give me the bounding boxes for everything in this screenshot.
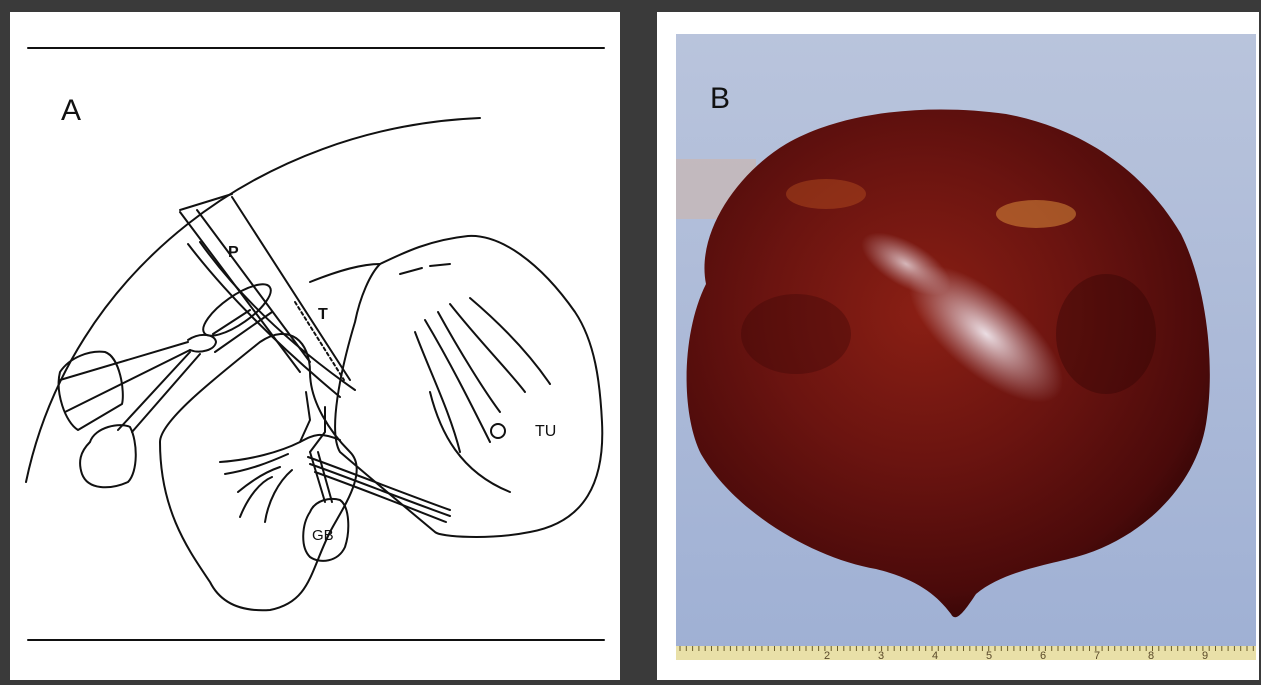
port-top (180, 194, 232, 210)
ruler-number: 3 (878, 650, 884, 660)
liver-outline (160, 334, 357, 610)
instrument-line (200, 242, 355, 390)
ruler-number: 7 (1094, 650, 1100, 660)
port-ring (196, 276, 278, 345)
instrument-shaft (60, 342, 190, 412)
ruler (676, 646, 1256, 660)
orange-highlight (786, 179, 866, 209)
panel-b-photo: 2345678910 B (657, 12, 1259, 680)
hepatic-duct (308, 457, 450, 510)
specimen-illustration: 2345678910 (676, 34, 1256, 660)
panel-a-diagram: A (10, 12, 620, 680)
ruler-number: 5 (986, 650, 992, 660)
orange-highlight (996, 200, 1076, 228)
retractor-head (80, 425, 136, 487)
ruler-number: 6 (1040, 650, 1046, 660)
label-p: P (228, 244, 239, 261)
instrument-shaft (213, 310, 272, 352)
hepatic-duct (315, 472, 446, 522)
panel-a-label: A (61, 94, 81, 128)
ruler-number: 4 (932, 650, 938, 660)
body-wall-arc (26, 118, 480, 482)
dark-region (1056, 274, 1156, 394)
label-t: T (318, 306, 328, 323)
port-edge-right (232, 197, 350, 380)
label-tu: TU (535, 423, 556, 440)
ruler-number: 8 (1148, 650, 1154, 660)
tumor-outline (335, 236, 602, 537)
duct-line (300, 392, 325, 452)
tumor-striation (415, 332, 460, 452)
label-gb: GB (312, 527, 334, 544)
tumor-marker-circle (491, 424, 505, 438)
tumor-dash-marks (400, 264, 450, 274)
retractor-shaft (118, 352, 200, 432)
panel-b-label: B (710, 82, 730, 116)
hepatic-duct (310, 464, 450, 516)
surgical-schematic: P T TU GB (10, 12, 620, 680)
dark-region (741, 294, 851, 374)
ruler-number: 9 (1202, 650, 1208, 660)
specimen-photo: 2345678910 (676, 34, 1256, 660)
ruler-number: 2 (824, 650, 830, 660)
tumor-striation (450, 304, 525, 392)
instrument-joint (188, 335, 216, 352)
tumor-striation (430, 392, 510, 492)
